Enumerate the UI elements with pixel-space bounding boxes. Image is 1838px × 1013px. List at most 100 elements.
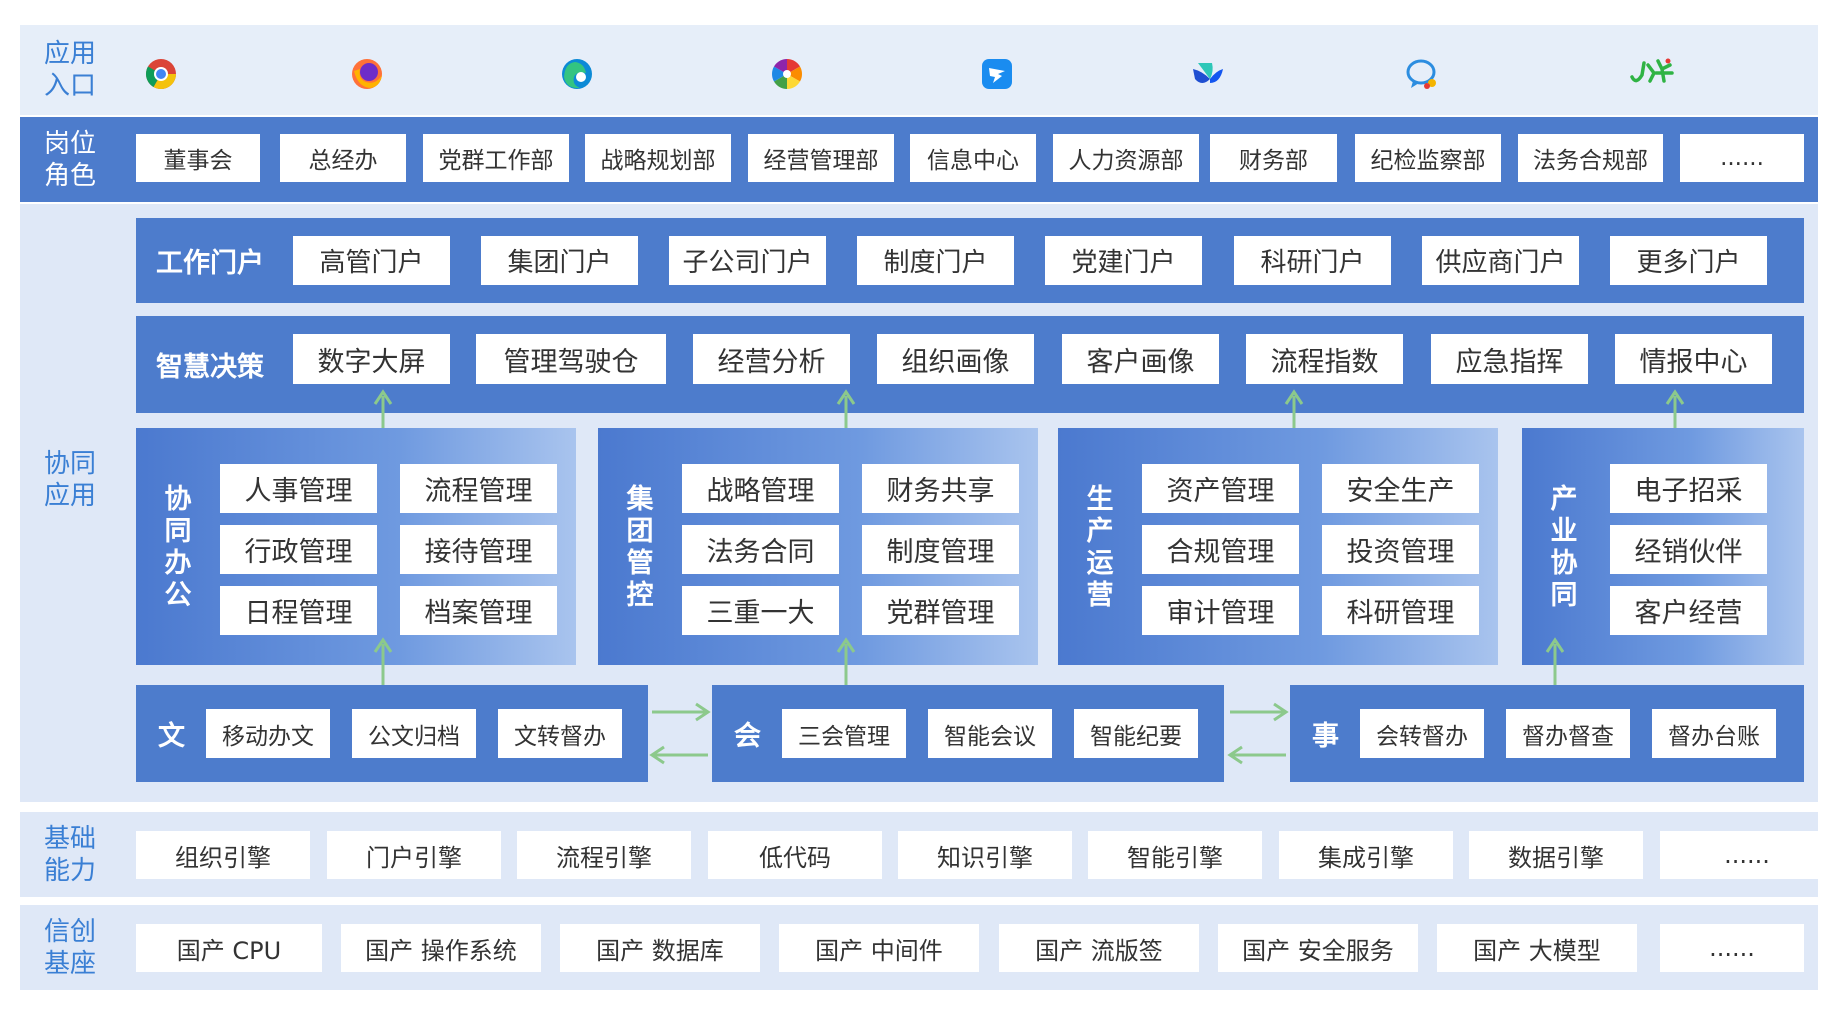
panel-item[interactable]: 流程管理 xyxy=(400,464,557,513)
role-item[interactable]: 战略规划部 xyxy=(585,134,731,182)
app-entry-band xyxy=(20,25,1818,115)
foundation-item[interactable]: 门户引擎 xyxy=(327,831,501,879)
smart-decision-title: 智慧决策 xyxy=(156,352,264,383)
panel-title: 产 业 协 同 xyxy=(1550,484,1578,611)
panel-item[interactable]: 客户经营 xyxy=(1610,586,1767,635)
foundation-item[interactable]: 数据引擎 xyxy=(1469,831,1643,879)
feishu-icon[interactable] xyxy=(1190,57,1224,91)
panel-item[interactable]: 三重一大 xyxy=(682,586,839,635)
infra-item[interactable]: 国产 流版签 xyxy=(999,924,1199,972)
roles-label: 岗位 角色 xyxy=(30,117,110,202)
infra-item[interactable]: 国产 中间件 xyxy=(779,924,979,972)
decision-item[interactable]: 管理驾驶仓 xyxy=(476,334,666,384)
bottom-item[interactable]: 三会管理 xyxy=(782,709,906,758)
apps-label: 协同 应用 xyxy=(30,440,110,520)
role-item[interactable]: 信息中心 xyxy=(910,134,1036,182)
portal-item[interactable]: 党建门户 xyxy=(1045,236,1202,285)
role-item[interactable]: ...... xyxy=(1680,134,1804,182)
decision-item[interactable]: 应急指挥 xyxy=(1431,334,1588,384)
foundation-item[interactable]: ...... xyxy=(1660,831,1834,879)
roles-label-text: 岗位 角色 xyxy=(43,128,96,191)
bottom-item[interactable]: 智能会议 xyxy=(928,709,1052,758)
apps-label-text: 协同 应用 xyxy=(43,449,96,511)
bottom-item[interactable]: 文转督办 xyxy=(498,709,622,758)
portal-item[interactable]: 高管门户 xyxy=(293,236,450,285)
infra-item[interactable]: 国产 安全服务 xyxy=(1218,924,1418,972)
foundation-item[interactable]: 知识引擎 xyxy=(898,831,1072,879)
panel-item[interactable]: 审计管理 xyxy=(1142,586,1299,635)
foundation-item[interactable]: 集成引擎 xyxy=(1279,831,1453,879)
panel-title: 协 同 办 公 xyxy=(164,484,192,611)
panel-item[interactable]: 人事管理 xyxy=(220,464,377,513)
panel-item[interactable]: 资产管理 xyxy=(1142,464,1299,513)
foundation-item[interactable]: 流程引擎 xyxy=(517,831,691,879)
panel-item[interactable]: 党群管理 xyxy=(862,586,1019,635)
infra-item[interactable]: 国产 数据库 xyxy=(560,924,760,972)
work-portal-title: 工作门户 xyxy=(156,248,264,279)
decision-item[interactable]: 客户画像 xyxy=(1062,334,1219,384)
panel-item[interactable]: 日程管理 xyxy=(220,586,377,635)
infra-item[interactable]: 国产 CPU xyxy=(136,924,322,972)
panel-item[interactable]: 战略管理 xyxy=(682,464,839,513)
dingtalk-icon[interactable] xyxy=(980,57,1014,91)
role-item[interactable]: 党群工作部 xyxy=(423,134,569,182)
bottom-bar-title: 事 xyxy=(1312,721,1339,752)
panel-item[interactable]: 财务共享 xyxy=(862,464,1019,513)
role-item[interactable]: 经营管理部 xyxy=(748,134,894,182)
bottom-item[interactable]: 督办督查 xyxy=(1506,709,1630,758)
app-entry-label-text: 应用 入口 xyxy=(43,39,96,101)
portal-item[interactable]: 集团门户 xyxy=(481,236,638,285)
panel-item[interactable]: 投资管理 xyxy=(1322,525,1479,574)
portal-item[interactable]: 子公司门户 xyxy=(669,236,826,285)
bottom-item[interactable]: 督办台账 xyxy=(1652,709,1776,758)
color-wheel-icon[interactable] xyxy=(770,57,804,91)
chat-bubble-icon[interactable] xyxy=(1405,57,1439,91)
panel-item[interactable]: 经销伙伴 xyxy=(1610,525,1767,574)
portal-item[interactable]: 供应商门户 xyxy=(1422,236,1579,285)
foundation-item[interactable]: 智能引擎 xyxy=(1088,831,1262,879)
chrome-icon[interactable] xyxy=(144,57,178,91)
panel-item[interactable]: 合规管理 xyxy=(1142,525,1299,574)
decision-item[interactable]: 经营分析 xyxy=(693,334,850,384)
role-item[interactable]: 法务合规部 xyxy=(1518,134,1663,182)
app-entry-label: 应用 入口 xyxy=(30,25,110,115)
decision-item[interactable]: 组织画像 xyxy=(877,334,1034,384)
role-item[interactable]: 总经办 xyxy=(280,134,406,182)
role-item[interactable]: 人力资源部 xyxy=(1053,134,1199,182)
firefox-icon[interactable] xyxy=(350,57,384,91)
bottom-item[interactable]: 智能纪要 xyxy=(1074,709,1198,758)
infra-label-text: 信创 基座 xyxy=(43,916,96,979)
portal-item[interactable]: 科研门户 xyxy=(1234,236,1391,285)
foundation-item[interactable]: 低代码 xyxy=(708,831,882,879)
portal-item[interactable]: 更多门户 xyxy=(1610,236,1767,285)
role-item[interactable]: 董事会 xyxy=(136,134,260,182)
foundation-label: 基础 能力 xyxy=(30,812,110,897)
infra-item[interactable]: 国产 操作系统 xyxy=(341,924,541,972)
decision-item[interactable]: 情报中心 xyxy=(1615,334,1772,384)
foundation-item[interactable]: 组织引擎 xyxy=(136,831,310,879)
bottom-item[interactable]: 移动办文 xyxy=(206,709,330,758)
panel-title: 生 产 运 营 xyxy=(1086,484,1114,611)
infra-item[interactable]: 国产 大模型 xyxy=(1437,924,1637,972)
panel-item[interactable]: 接待管理 xyxy=(400,525,557,574)
decision-item[interactable]: 数字大屏 xyxy=(293,334,450,384)
bottom-bar-title: 会 xyxy=(734,721,761,752)
bottom-item[interactable]: 公文归档 xyxy=(352,709,476,758)
decision-item[interactable]: 流程指数 xyxy=(1246,334,1403,384)
portal-item[interactable]: 制度门户 xyxy=(857,236,1014,285)
role-item[interactable]: 财务部 xyxy=(1210,134,1337,182)
panel-item[interactable]: 电子招采 xyxy=(1610,464,1767,513)
role-item[interactable]: 纪检监察部 xyxy=(1355,134,1501,182)
edge-icon[interactable] xyxy=(560,57,594,91)
panel-item[interactable]: 制度管理 xyxy=(862,525,1019,574)
foundation-label-text: 基础 能力 xyxy=(43,823,96,886)
panel-item[interactable]: 行政管理 xyxy=(220,525,377,574)
brand-logo-icon[interactable] xyxy=(1628,55,1676,89)
infra-item[interactable]: ...... xyxy=(1660,924,1804,972)
panel-item[interactable]: 安全生产 xyxy=(1322,464,1479,513)
panel-item[interactable]: 档案管理 xyxy=(400,586,557,635)
panel-title: 集 团 管 控 xyxy=(626,484,654,611)
bottom-item[interactable]: 会转督办 xyxy=(1360,709,1484,758)
panel-item[interactable]: 法务合同 xyxy=(682,525,839,574)
panel-item[interactable]: 科研管理 xyxy=(1322,586,1479,635)
